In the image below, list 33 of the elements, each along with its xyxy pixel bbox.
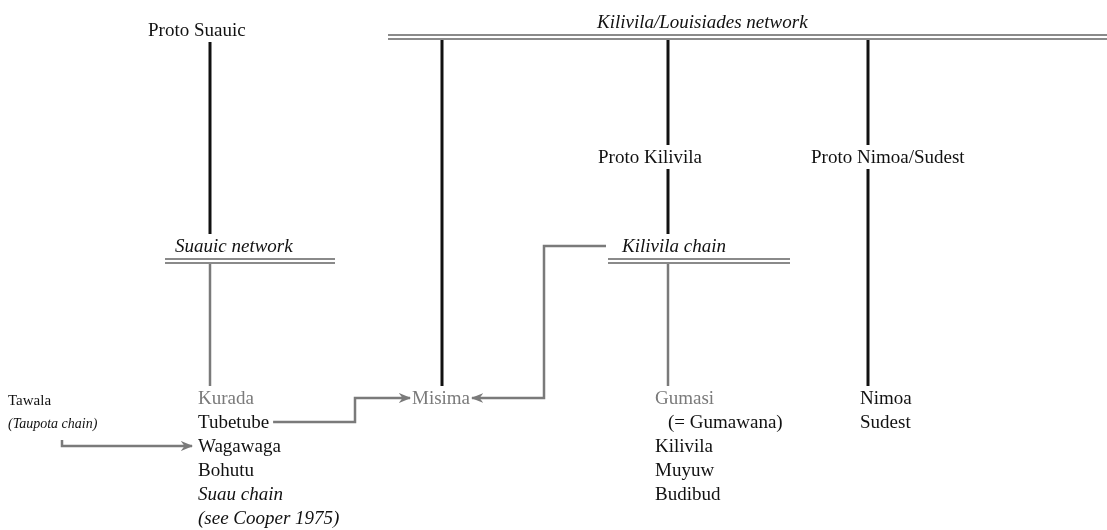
language-label: Sudest bbox=[860, 410, 911, 434]
connector-line bbox=[666, 264, 670, 386]
arrow bbox=[470, 244, 606, 403]
arrow bbox=[273, 393, 412, 424]
connector-line bbox=[440, 40, 444, 386]
network-label: Suauic network bbox=[174, 234, 294, 258]
network-label: Kilivila chain bbox=[621, 234, 727, 258]
language-label: Proto Kilivila bbox=[598, 145, 702, 169]
connector-line bbox=[208, 42, 212, 234]
language-label: Gumasi bbox=[655, 386, 715, 410]
connector-line bbox=[866, 169, 870, 386]
note-text: (see Cooper 1975) bbox=[198, 506, 340, 530]
language-label: Kilivila bbox=[655, 434, 714, 458]
language-label: Wagawaga bbox=[198, 434, 281, 458]
alias-note: (= Gumawana) bbox=[667, 410, 783, 434]
language-label: Bohutu bbox=[198, 458, 254, 482]
language-label: Nimoa bbox=[860, 386, 912, 410]
connector-line bbox=[666, 40, 670, 145]
network-label: Kilivila/Louisiades network bbox=[596, 10, 809, 34]
language-label: Tubetube bbox=[198, 410, 270, 434]
language-label: Proto Suauic bbox=[148, 18, 246, 42]
language-label: Proto Nimoa/Sudest bbox=[811, 145, 965, 169]
connector-line bbox=[866, 40, 870, 145]
language-label: Muyuw bbox=[655, 458, 715, 482]
connector-line bbox=[208, 264, 212, 386]
language-label: Budibud bbox=[655, 482, 721, 506]
language-label: (Taupota chain) bbox=[8, 415, 98, 433]
language-label: Misima bbox=[412, 386, 471, 410]
note-text: Suau chain bbox=[198, 482, 283, 506]
arrow bbox=[60, 440, 194, 451]
connector-line bbox=[666, 169, 670, 234]
language-label: Kurada bbox=[198, 386, 254, 410]
language-label: Tawala bbox=[8, 391, 52, 410]
